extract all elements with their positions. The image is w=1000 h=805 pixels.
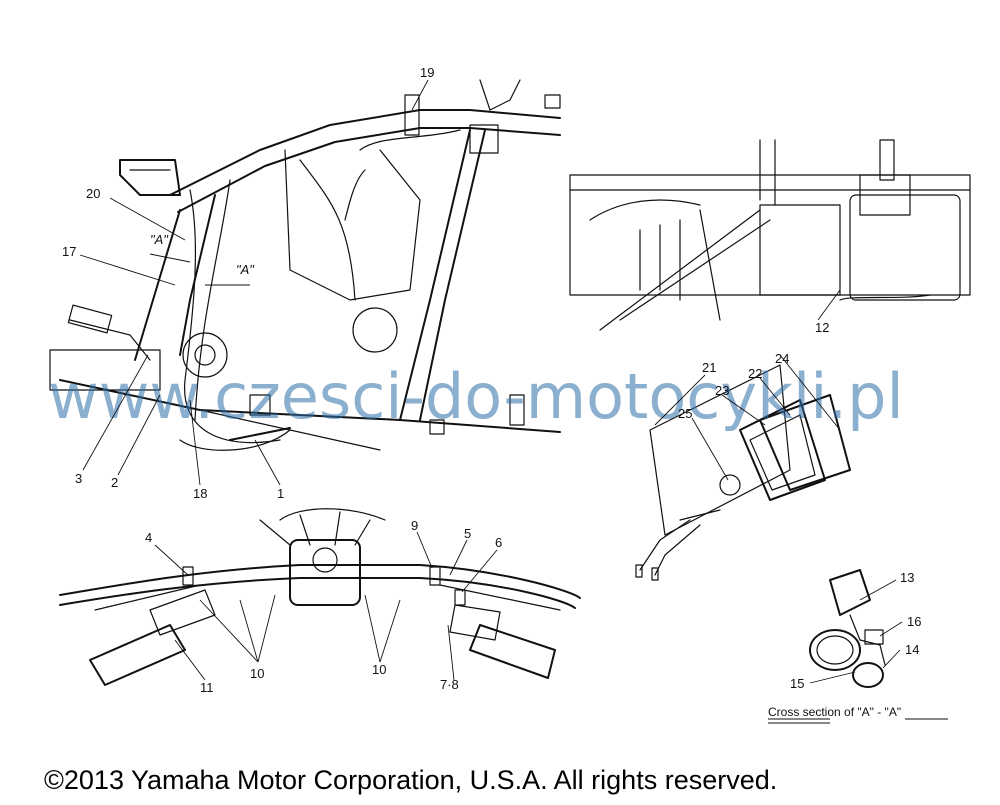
callout-2: 2 — [111, 475, 118, 490]
leader-lines — [79, 79, 903, 684]
frame-assembly — [49, 79, 561, 451]
callout-numbers: 19 20 17 3 2 18 1 12 21 24 22 23 25 4 9 … — [62, 65, 921, 695]
callout-14: 14 — [905, 642, 919, 657]
callout-5: 5 — [464, 526, 471, 541]
callout-19: 19 — [420, 65, 434, 80]
callout-18: 18 — [193, 486, 207, 501]
callout-6: 6 — [495, 535, 502, 550]
callout-10: 10 — [250, 666, 264, 681]
callout-25: 25 — [678, 406, 692, 421]
callout-10: 10 — [372, 662, 386, 677]
callout-13: 13 — [900, 570, 914, 585]
cross-section-detail — [809, 569, 886, 688]
section-mark-a: "A" — [236, 262, 255, 277]
cross-section-caption: Cross section of "A" - "A" — [768, 705, 901, 719]
callout-22: 22 — [748, 366, 762, 381]
callout-11: 11 — [200, 680, 214, 695]
callout-9: 9 — [411, 518, 418, 533]
watermark-text: www.czesci-do-motocykli.pl — [48, 360, 904, 433]
callout-21: 21 — [702, 360, 716, 375]
engine-detail — [569, 139, 971, 331]
callout-16: 16 — [907, 614, 921, 629]
section-mark-a: "A" — [150, 232, 169, 247]
handlebar-assembly — [59, 508, 581, 686]
tail-light-assembly — [635, 364, 851, 581]
copyright-notice: ©2013 Yamaha Motor Corporation, U.S.A. A… — [44, 765, 777, 795]
callout-7-8: 7·8 — [440, 677, 459, 692]
callout-24: 24 — [775, 351, 789, 366]
callout-1: 1 — [277, 486, 284, 501]
callout-17: 17 — [62, 244, 76, 259]
callout-12: 12 — [815, 320, 829, 335]
callout-23: 23 — [715, 383, 729, 398]
callout-4: 4 — [145, 530, 152, 545]
callout-20: 20 — [86, 186, 100, 201]
callout-3: 3 — [75, 471, 82, 486]
callout-15: 15 — [790, 676, 804, 691]
